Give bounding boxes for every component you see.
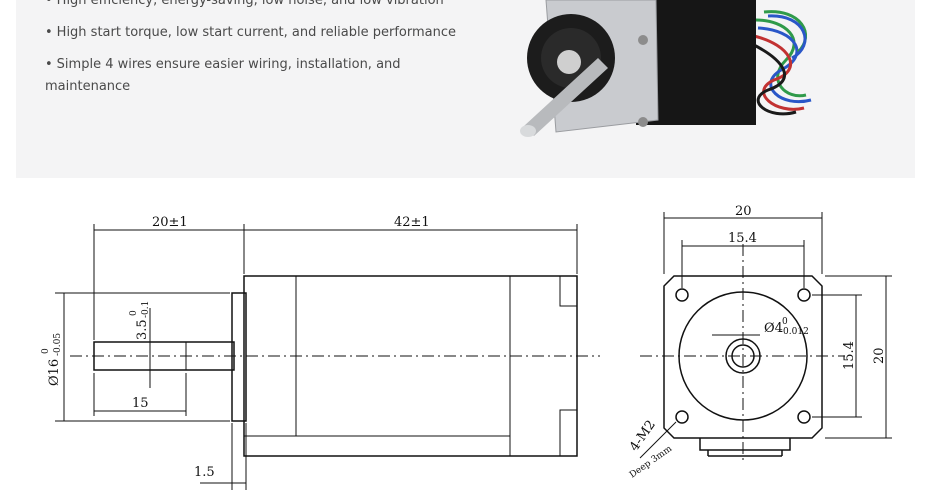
feature-item: •High efficiency, energy-saving, low noi… [45, 0, 444, 8]
label-bore: Ø4 [764, 321, 783, 336]
feature-item: •Simple 4 wires ensure easier wiring, in… [45, 57, 401, 94]
connector-outline [699, 438, 791, 451]
flange-outline [231, 292, 247, 422]
label-width-outer: 20 [735, 204, 752, 219]
dimension-drawing: 20±1 42±1 Ø16 0 -0.05 3.5 0 -0.1 15 1.5 [41, 204, 892, 490]
mount-hole [797, 410, 811, 424]
svg-text:0: 0 [41, 348, 51, 354]
label-height-outer: 20 [872, 347, 887, 364]
front-outline [663, 275, 823, 439]
svg-text:0: 0 [129, 310, 139, 316]
label-hole-spacing-h: 15.4 [728, 231, 757, 246]
label-body-length: 42±1 [394, 215, 430, 230]
label-hole-spacing-v: 15.4 [842, 341, 857, 370]
motor-photo [520, 0, 812, 137]
mounting-screw [638, 35, 648, 45]
label-shaft-length: 20±1 [152, 215, 188, 230]
shaft [524, 58, 608, 136]
mounting-screw [638, 117, 648, 127]
svg-text:-0.012: -0.012 [780, 327, 809, 337]
label-flat-depth: 3.5 [135, 319, 150, 340]
feature-item: •High start torque, low start current, a… [45, 25, 457, 40]
svg-text:-0.05: -0.05 [53, 333, 63, 356]
mount-hole [675, 410, 689, 424]
label-flange-thickness: 1.5 [194, 465, 215, 480]
feature-panel: •High efficiency, energy-saving, low noi… [16, 0, 915, 178]
svg-text:-0.1: -0.1 [141, 301, 151, 318]
mount-hole [797, 288, 811, 302]
mount-hole [675, 288, 689, 302]
svg-text:0: 0 [782, 317, 788, 327]
wire-bundle [751, 10, 812, 116]
label-shaft-diameter: Ø16 [47, 359, 62, 386]
feature-list: •High efficiency, energy-saving, low noi… [45, 0, 465, 108]
label-holes-note: 4-M2 [627, 418, 659, 455]
motor-body-outline [243, 275, 578, 457]
label-flat-length: 15 [132, 396, 149, 411]
